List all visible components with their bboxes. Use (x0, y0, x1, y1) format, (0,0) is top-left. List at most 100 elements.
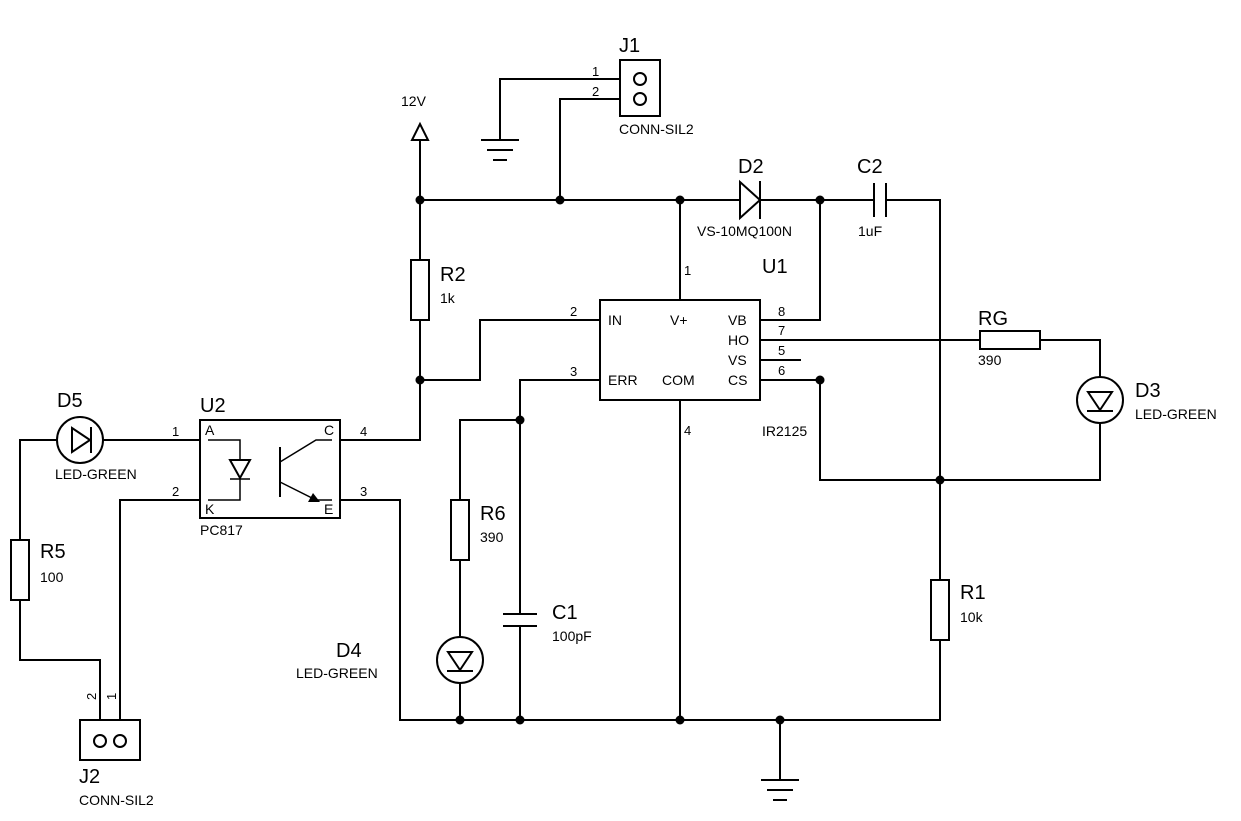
resistor-r1: R1 10k (930, 579, 986, 641)
u2-pin-name-c: C (324, 422, 334, 438)
r6-ref: R6 (480, 503, 506, 525)
r1-ref: R1 (960, 582, 986, 604)
wire-r2-bottom (339, 319, 421, 441)
d3-value: LED-GREEN (1135, 406, 1217, 422)
junction (515, 715, 525, 725)
d2-ref: D2 (738, 156, 764, 178)
connector-j1: 1 2 J1 CONN-SIL2 (592, 35, 694, 137)
wire-err-r6 (459, 419, 521, 501)
u1-pin-number: 8 (778, 304, 785, 319)
u1-pin-name-vplus: V+ (670, 312, 688, 328)
led-d5: D5 LED-GREEN (55, 390, 137, 482)
u2-led-wires (208, 439, 241, 501)
wire-in (419, 319, 601, 381)
r5-value: 100 (40, 569, 64, 585)
junction (775, 715, 785, 725)
r1-body (930, 579, 950, 641)
u1-pin-number: 4 (684, 423, 691, 438)
j1-pad (633, 92, 647, 106)
wire-c2-r1 (885, 199, 941, 581)
r6-value: 390 (480, 529, 504, 545)
optocoupler-u2: A K C E 1 2 4 3 U2 PC817 (172, 395, 367, 538)
u2-pin-number: 2 (172, 484, 179, 499)
u2-pin-number: 1 (172, 424, 179, 439)
junction (675, 715, 685, 725)
u1-pin-number: 6 (778, 363, 785, 378)
ground-icon (761, 779, 799, 801)
u1-pin-number: 3 (570, 364, 577, 379)
u2-pin-number: 3 (360, 484, 367, 499)
junction (815, 375, 825, 385)
u2-pin-name-a: A (205, 422, 215, 438)
junction (815, 195, 825, 205)
r2-value: 1k (440, 290, 456, 306)
supply-arrow-icon (410, 121, 430, 141)
d4-triangle (446, 651, 474, 672)
resistor-r5: R5 100 (10, 539, 66, 601)
u1-pin-number: 2 (570, 304, 577, 319)
u1-value: IR2125 (762, 423, 807, 439)
j1-pad (633, 72, 647, 86)
resistor-r2: R2 1k (410, 259, 466, 321)
c1-plates (503, 599, 537, 627)
d3-triangle (1086, 391, 1114, 412)
d2-value: VS-10MQ100N (697, 223, 792, 239)
u1-pin-number: 7 (778, 323, 785, 338)
u1-pin-name-vs: VS (728, 352, 747, 368)
j2-ref: J2 (79, 766, 100, 788)
wire-d5-r5 (19, 439, 61, 541)
c1-ref: C1 (552, 602, 578, 624)
u1-pin-name-vb: VB (728, 312, 747, 328)
capacitor-c2: C2 1uF (857, 156, 887, 239)
u2-body (199, 419, 341, 519)
j1-ref: J1 (619, 35, 640, 57)
c2-plates (873, 183, 887, 217)
supply-12v: 12V (401, 93, 430, 141)
junction (415, 375, 425, 385)
d2-triangle (739, 179, 762, 221)
u1-pin-number: 1 (684, 263, 691, 278)
c2-value: 1uF (858, 223, 882, 239)
j2-pin-1: 1 (104, 693, 119, 700)
wires (19, 78, 1101, 781)
junction (675, 195, 685, 205)
junction (455, 715, 465, 725)
u2-led-triangle (228, 459, 252, 481)
wire-cs (759, 379, 941, 481)
wire-u2-cathode (119, 499, 201, 741)
resistor-rg: RG 390 (978, 308, 1041, 368)
junction (515, 415, 525, 425)
led-d3: D3 LED-GREEN (1076, 376, 1217, 424)
capacitor-c1: C1 100pF (503, 599, 592, 644)
u2-collector (279, 439, 332, 463)
u2-pin-name-k: K (205, 501, 215, 517)
c2-ref: C2 (857, 156, 883, 178)
wire-j1-pin1 (499, 78, 626, 141)
wire-d3-node (939, 419, 1101, 481)
ground-icon (481, 139, 519, 161)
ic-u1: IN V+ VB HO VS ERR COM CS 1 2 3 4 8 7 5 … (570, 256, 807, 439)
r2-body (410, 259, 430, 321)
j2-body (79, 719, 141, 761)
rg-value: 390 (978, 352, 1002, 368)
u1-pin-name-cs: CS (728, 372, 747, 388)
r6-body (450, 499, 470, 561)
supply-label: 12V (401, 93, 427, 109)
j2-pad (93, 734, 107, 748)
d5-triangle (71, 426, 92, 454)
ground-bottom (761, 779, 799, 801)
resistor-r6: R6 390 (450, 499, 506, 561)
j2-value: CONN-SIL2 (79, 792, 154, 808)
u1-pin-name-err: ERR (608, 372, 638, 388)
wire-u2-emitter (339, 499, 401, 721)
d4-value: LED-GREEN (296, 665, 378, 681)
u2-emitter-arrow-icon (308, 493, 320, 502)
u1-pin-name-in: IN (608, 312, 622, 328)
wire-j1-pin2 (559, 98, 626, 201)
j2-pad (113, 734, 127, 748)
u2-pin-number: 4 (360, 424, 367, 439)
r2-ref: R2 (440, 264, 466, 286)
diode-d2: D2 VS-10MQ100N (697, 156, 792, 239)
wire-rg-d3 (1039, 339, 1101, 381)
